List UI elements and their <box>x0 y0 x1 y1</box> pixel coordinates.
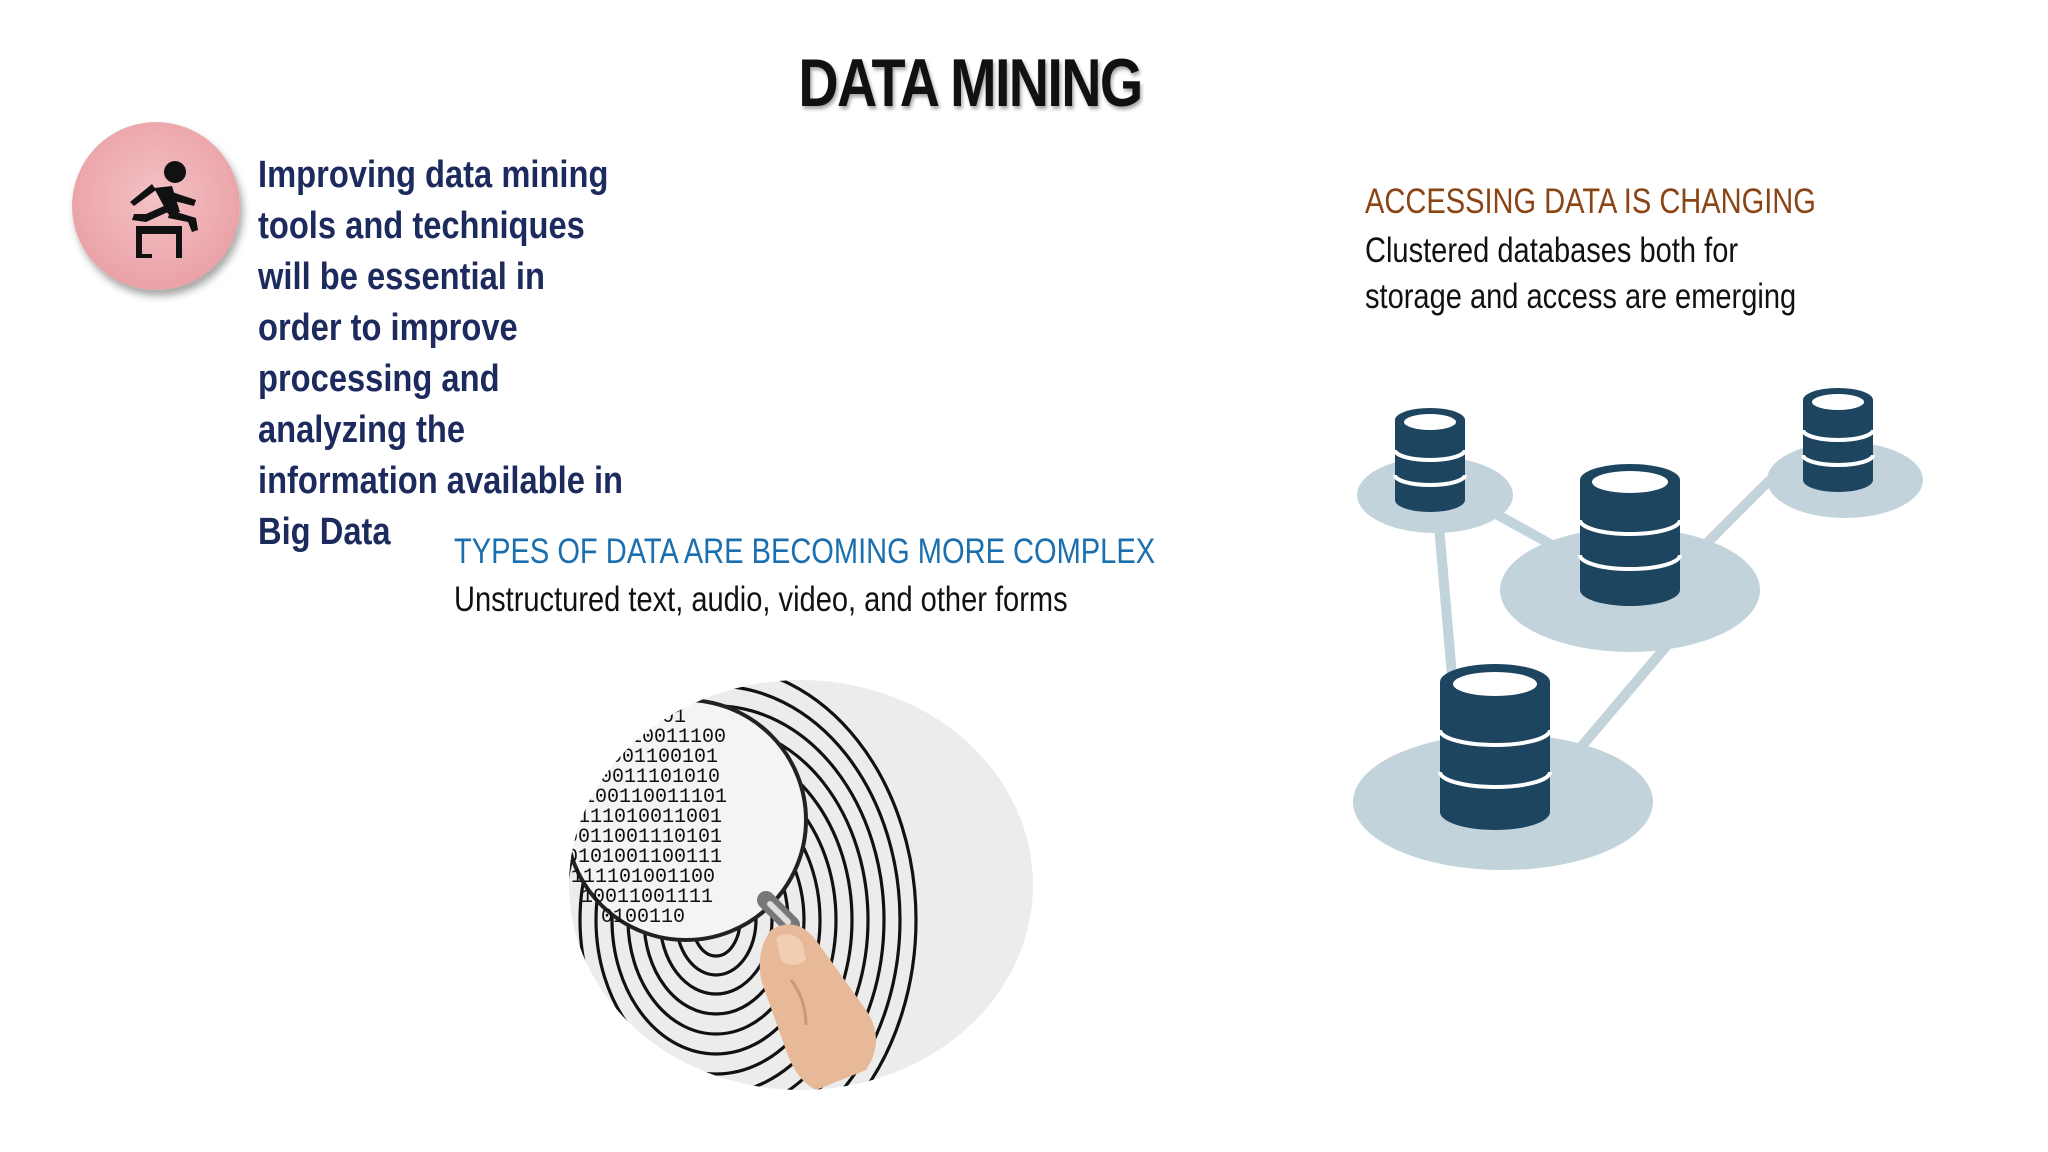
database-network-icon <box>1353 388 1923 870</box>
slide-title: DATA MINING <box>798 45 1143 121</box>
data-mining-statement: Improving data mining tools and techniqu… <box>258 154 624 553</box>
fingerprint-magnifier-image: 01101 0110011100 01001100101 11001110101… <box>566 680 1033 1090</box>
svg-text:1111010011001: 1111010011001 <box>566 806 722 829</box>
hurdle-badge <box>72 122 240 290</box>
svg-text:10011001111: 10011001111 <box>581 886 713 909</box>
types-body: Unstructured text, audio, video, and oth… <box>454 580 1068 619</box>
svg-text:0100110011101: 0100110011101 <box>571 786 727 809</box>
access-body: Clustered databases both for storage and… <box>1365 231 1797 316</box>
svg-text:110011101010: 110011101010 <box>576 766 720 789</box>
types-heading: TYPES OF DATA ARE BECOMING MORE COMPLEX <box>454 532 1156 571</box>
svg-text:0101001100111: 0101001100111 <box>566 846 722 869</box>
access-heading: ACCESSING DATA IS CHANGING <box>1365 182 1816 221</box>
svg-text:0011001110101: 0011001110101 <box>566 826 722 849</box>
svg-text:0100110: 0100110 <box>601 906 685 929</box>
svg-text:111101001100: 111101001100 <box>571 866 715 889</box>
hurdle-runner-icon <box>130 161 198 258</box>
